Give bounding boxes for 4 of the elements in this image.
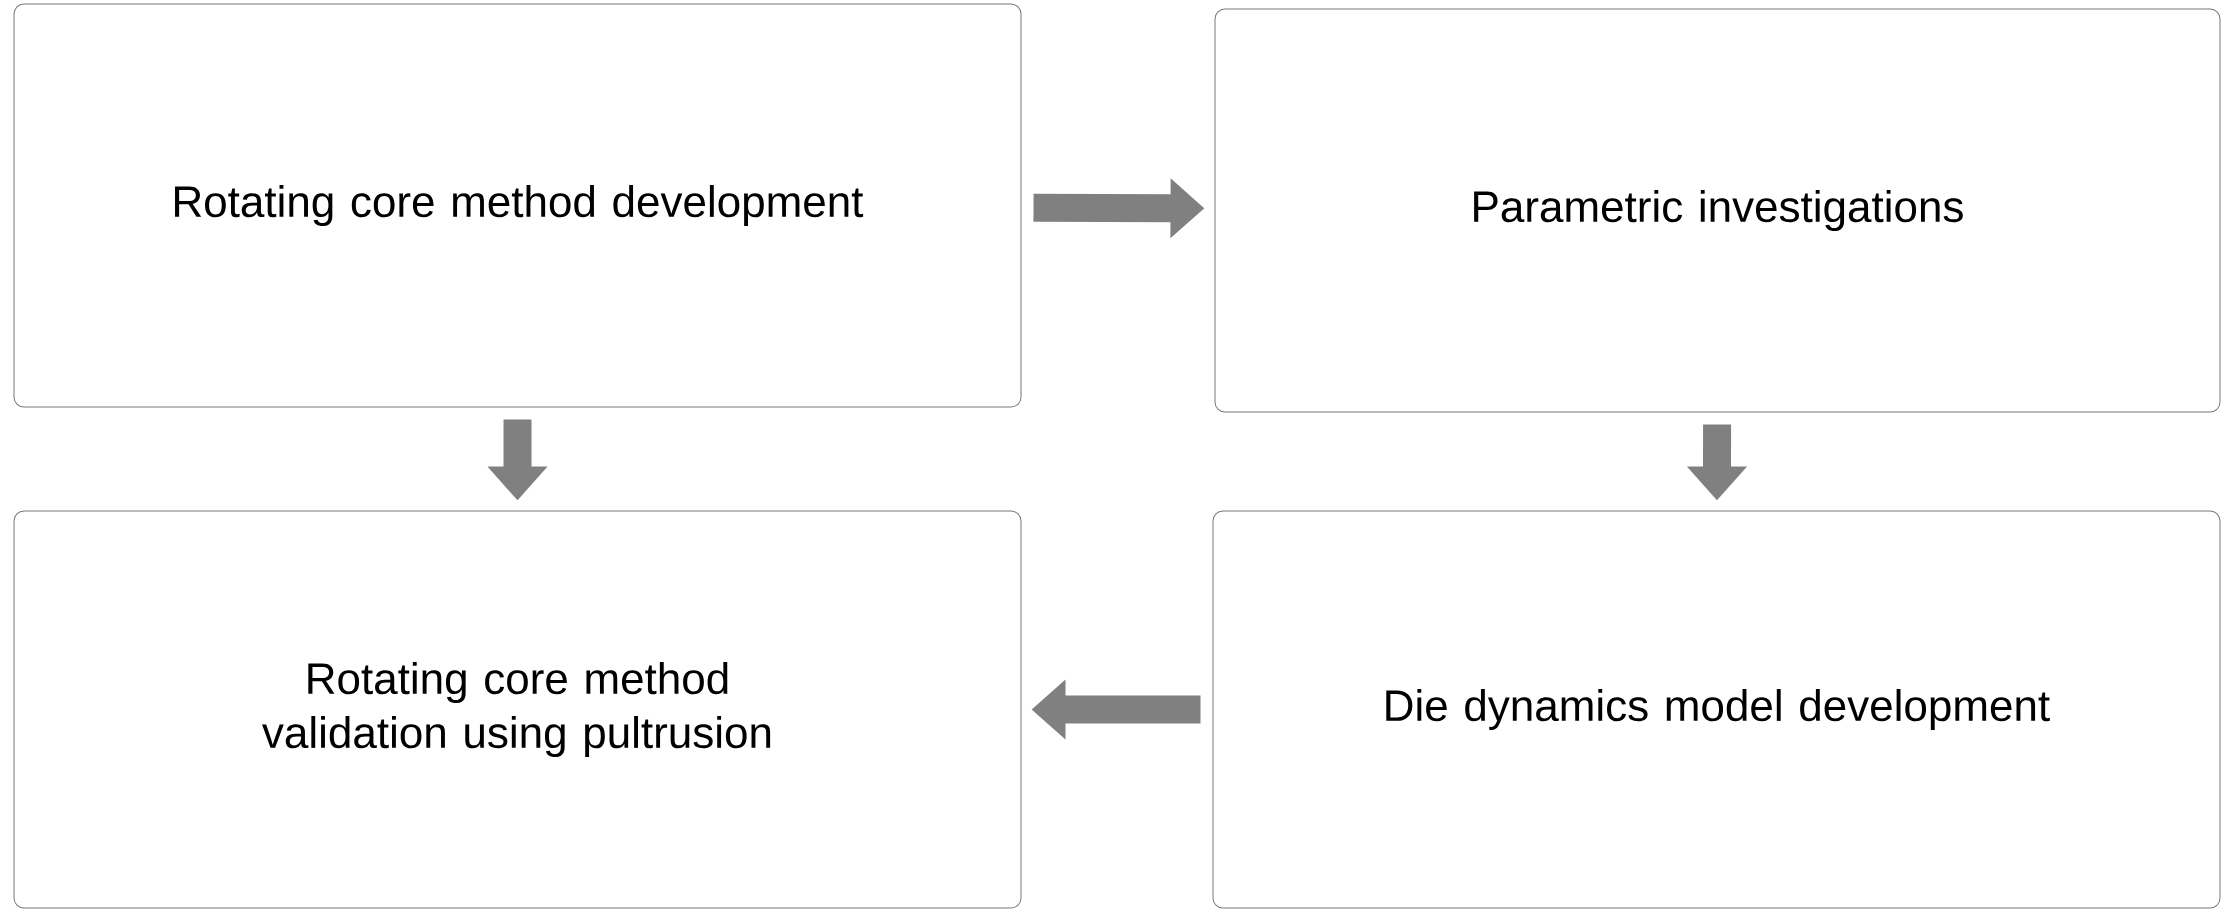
process-box: Die dynamics model development <box>1212 510 2221 909</box>
process-box: Rotating core method validation using pultrusion <box>13 510 1022 909</box>
process-box: Parametric investigations <box>1214 8 2221 413</box>
process-box: Rotating core method development <box>13 3 1022 408</box>
